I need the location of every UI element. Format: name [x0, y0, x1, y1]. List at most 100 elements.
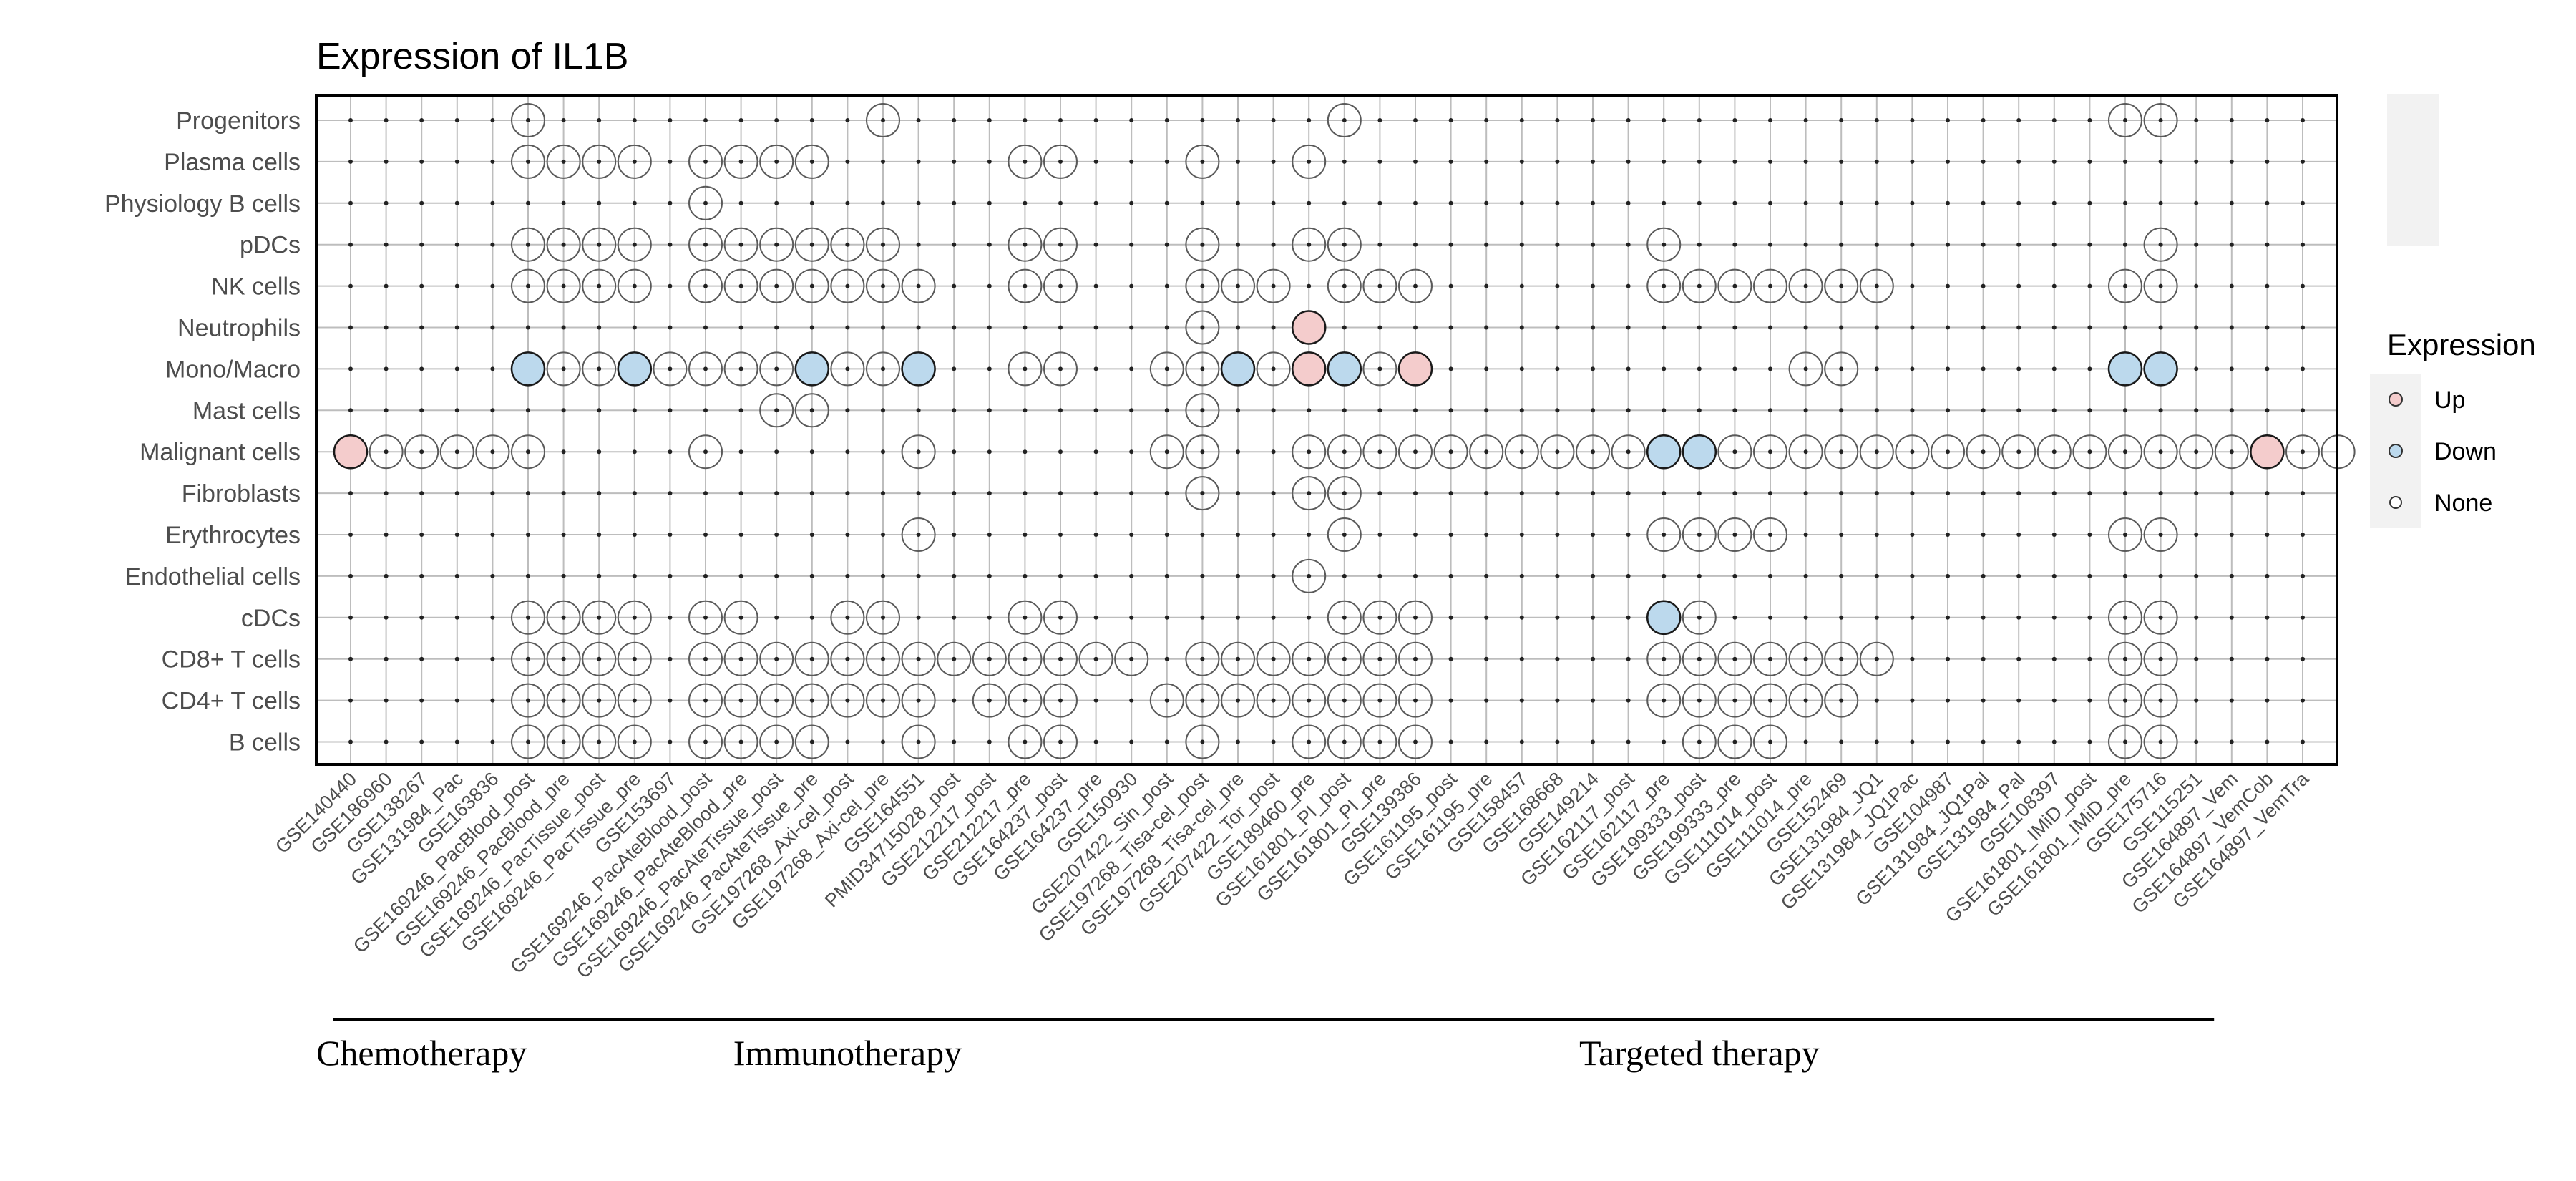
grid-point — [738, 615, 743, 620]
grid-point — [1662, 118, 1667, 122]
dot-none — [866, 641, 900, 676]
dot-none — [1682, 517, 1717, 552]
grid-point — [668, 118, 673, 122]
grid-point — [1946, 325, 1950, 330]
grid-point — [1697, 656, 1702, 661]
dot-none — [1256, 351, 1291, 387]
grid-point — [1803, 408, 1808, 413]
grid-point — [2194, 449, 2199, 455]
grid-point — [1555, 573, 1560, 578]
grid-point — [1200, 449, 1205, 455]
dot-none — [475, 434, 510, 470]
grid-point — [1839, 533, 1844, 537]
grid-point — [845, 449, 850, 455]
grid-point — [1342, 615, 1347, 620]
dot-none — [1362, 600, 1397, 635]
grid-point — [1448, 656, 1453, 661]
grid-point — [774, 118, 779, 122]
grid-point — [2051, 573, 2057, 578]
grid-point — [2087, 491, 2092, 496]
dot-none — [794, 724, 829, 759]
dot-none — [369, 434, 404, 470]
grid-point — [1307, 283, 1312, 288]
grid-point — [1023, 533, 1028, 537]
grid-point — [2229, 739, 2234, 744]
grid-point — [845, 533, 850, 537]
dot-down — [1646, 600, 1682, 636]
grid-point — [1839, 283, 1844, 288]
grid-point — [2087, 325, 2092, 330]
grid-point — [1732, 159, 1737, 164]
grid-point — [1519, 573, 1524, 578]
dot-none — [759, 227, 794, 262]
dot-up — [333, 434, 369, 470]
dot-none — [2285, 434, 2320, 470]
grid-point — [952, 656, 957, 661]
grid-point — [1484, 118, 1489, 122]
grid-point — [1555, 698, 1560, 703]
grid-point — [632, 118, 637, 122]
grid-point — [1768, 200, 1772, 205]
grid-point — [738, 449, 743, 455]
grid-point — [1981, 200, 1986, 205]
grid-point — [2265, 698, 2270, 703]
grid-point — [987, 159, 992, 164]
grid-point — [1093, 325, 1098, 330]
grid-point — [881, 408, 885, 413]
grid-point — [1448, 739, 1453, 744]
grid-point — [561, 242, 566, 247]
grid-lines — [316, 96, 2337, 764]
grid-point — [1555, 242, 1560, 247]
grid-point — [490, 325, 495, 330]
dot-none — [1292, 434, 1327, 470]
dot-none — [1895, 434, 1930, 470]
grid-point — [1058, 159, 1063, 164]
legend-key-up — [2389, 392, 2403, 407]
dot-none — [511, 724, 545, 759]
dot-none — [1682, 600, 1717, 635]
grid-point — [1129, 283, 1134, 288]
grid-point — [2158, 200, 2163, 205]
legend-label: Down — [2434, 438, 2497, 465]
dot-none — [1185, 724, 1220, 759]
grid-point — [987, 533, 992, 537]
grid-point — [2301, 449, 2305, 455]
grid-point — [419, 491, 424, 496]
grid-point — [1129, 408, 1134, 413]
grid-point — [1697, 615, 1702, 620]
grid-point — [2265, 491, 2270, 496]
grid-point — [881, 325, 885, 330]
grid-point — [1200, 242, 1205, 247]
grid-point — [1236, 408, 1240, 413]
grid-point — [845, 656, 850, 661]
grid-point — [1946, 491, 1950, 496]
grid-point — [1058, 200, 1063, 205]
group-label: Immunotherapy — [733, 1033, 962, 1073]
grid-point — [526, 698, 530, 703]
dot-none — [1221, 641, 1255, 676]
grid-point — [561, 615, 566, 620]
dot-none — [1185, 268, 1220, 303]
grid-point — [845, 739, 850, 744]
grid-point — [703, 118, 708, 122]
dot-none — [1859, 434, 1894, 470]
grid-point — [1058, 366, 1063, 371]
grid-point — [1413, 449, 1418, 455]
dot-down — [1220, 351, 1256, 387]
grid-point — [348, 739, 353, 744]
grid-point — [2229, 491, 2234, 496]
grid-point — [1910, 159, 1915, 164]
dot-none — [1043, 227, 1078, 262]
dot-none — [759, 683, 794, 718]
grid-point — [987, 739, 992, 744]
dot-none — [830, 227, 865, 262]
grid-point — [774, 698, 779, 703]
grid-point — [1519, 615, 1524, 620]
grid-point — [1129, 533, 1134, 537]
grid-point — [2194, 366, 2199, 371]
grid-point — [1946, 283, 1950, 288]
dot-none — [653, 351, 688, 387]
grid-point — [2229, 573, 2234, 578]
grid-point — [1377, 118, 1382, 122]
grid-point — [2016, 739, 2021, 744]
